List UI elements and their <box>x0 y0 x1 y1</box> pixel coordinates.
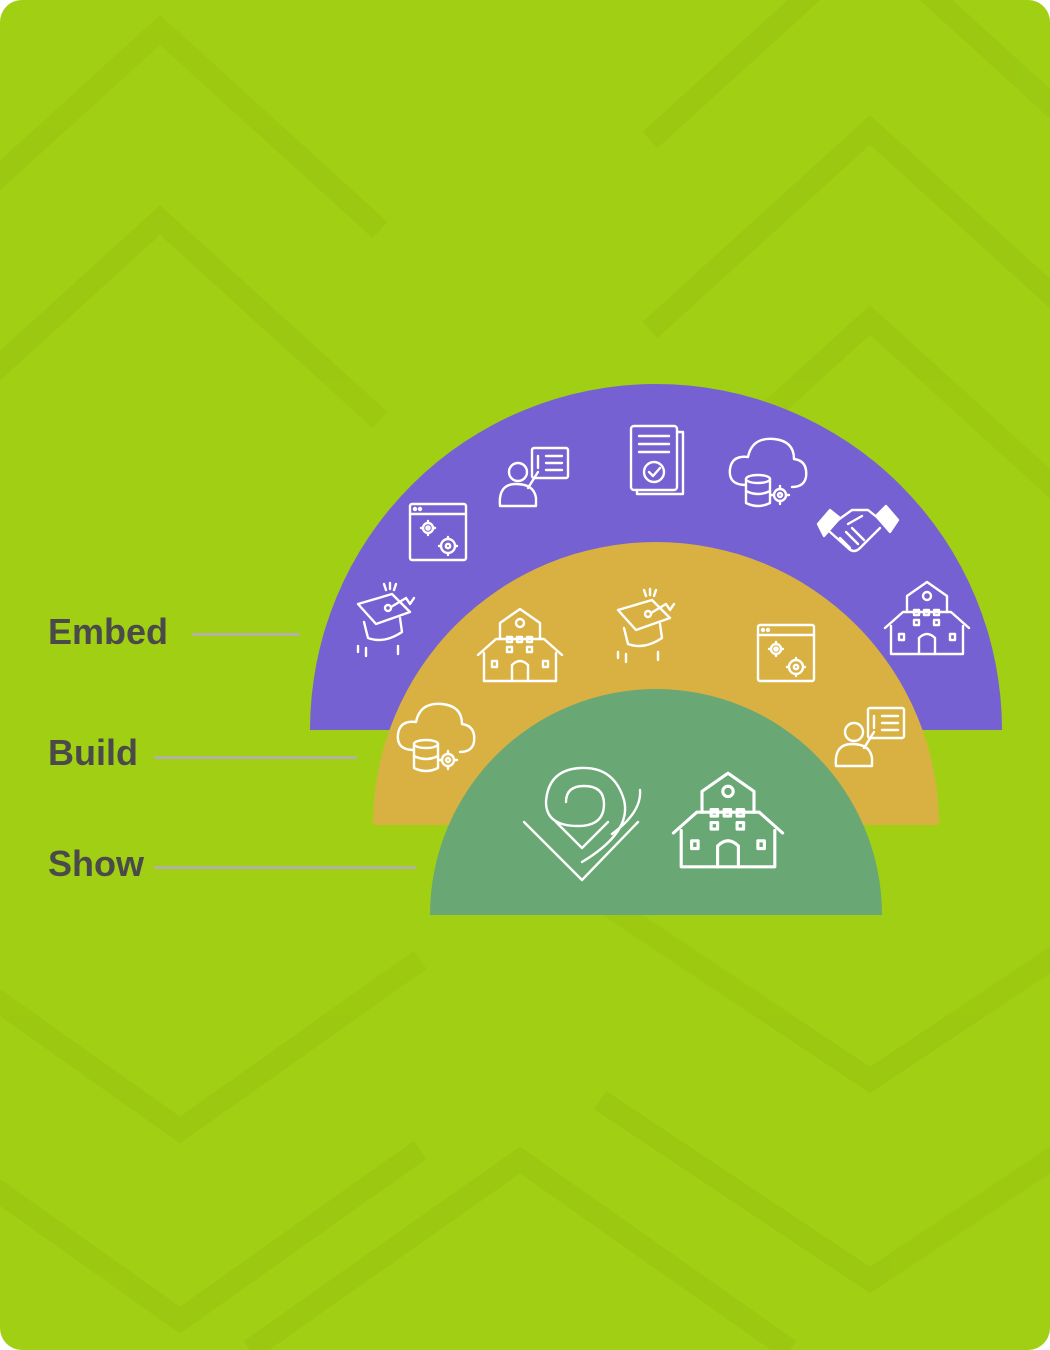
build-label: Build <box>48 732 138 773</box>
show-layer-arc <box>430 689 882 915</box>
spiral-logo-icon <box>522 766 642 882</box>
build-leader-line <box>154 756 357 759</box>
show-label: Show <box>48 843 144 884</box>
embed-label: Embed <box>48 611 169 652</box>
show-leader-line <box>154 866 416 869</box>
embed-leader-line <box>192 633 300 636</box>
